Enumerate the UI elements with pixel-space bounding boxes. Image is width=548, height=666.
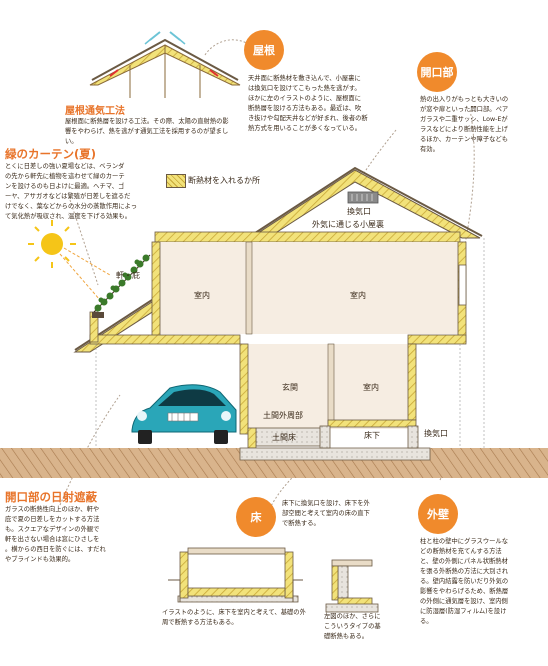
room-label-upper-left: 室内 — [194, 291, 210, 300]
roof-vent-title: 屋根通気工法 — [65, 106, 125, 117]
shading-text: ガラスの断熱性向上のほか、軒や 庇で夏の日差しをカットする方法 も。スクエアなデ… — [5, 506, 106, 563]
floor-caption-left: イラストのように、床下を室内と考えて、基礎の外 周で断熱する方法もある。 — [162, 609, 306, 626]
roof-text: 天井面に断熱材を敷き込んで、小屋裏に は換気口を設けてこもった熱を逃がす。 ほか… — [248, 75, 368, 132]
eaves-label: 軒・庇 — [116, 271, 140, 280]
earth-floor-label: 土間床 — [272, 433, 296, 442]
floor-vent-label: 換気口 — [424, 429, 448, 438]
wall-badge: 外壁 — [418, 494, 458, 534]
attic-label: 外気に通じる小屋裏 — [312, 220, 384, 229]
wall-text: 柱と柱の壁中にグラスウールな どの断熱材を充てんする方法 と、壁の外側にパネル状… — [420, 538, 509, 625]
room-label-upper-right: 室内 — [350, 291, 366, 300]
opening-text: 熱の出入りがもっとも大きいの が窓や扉といった開口部。ペア ガラスや二重サッシ、… — [420, 96, 509, 153]
insulation-legend-text: 断熱材を入れるか所 — [188, 176, 260, 185]
opening-badge: 開口部 — [417, 52, 457, 92]
roof-vent-text: 屋根面に断熱層を設ける工法。その際、太陽の直射熱の影 響をやわらげ、熱を逃がす通… — [65, 118, 229, 145]
room-label-lower: 室内 — [363, 383, 379, 392]
entrance-label: 玄関 — [282, 383, 298, 392]
roof-badge: 屋根 — [244, 30, 284, 70]
shading-title: 開口部の日射遮蔽 — [5, 490, 97, 504]
green-curtain-text: とくに日差しの強い夏場などは、ベランダ の先から軒先に植物を這わせて緑のカーテ … — [5, 163, 138, 220]
floor-badge: 床 — [236, 497, 276, 537]
green-curtain-title: 緑のカーテン(夏) — [5, 147, 97, 161]
underfloor-label: 床下 — [364, 431, 380, 440]
insulation-legend-swatch — [166, 174, 186, 188]
floor-text: 床下に換気口を設け、床下を外 部空間と考えて室内の床の直下 で断熱する。 — [282, 500, 370, 527]
earth-wall-label: 土間外周部 — [263, 411, 303, 420]
attic-vent-label: 換気口 — [347, 207, 371, 216]
floor-caption-right: 左図のほか、さらに こういうタイプの基 礎断熱もある。 — [324, 613, 381, 640]
